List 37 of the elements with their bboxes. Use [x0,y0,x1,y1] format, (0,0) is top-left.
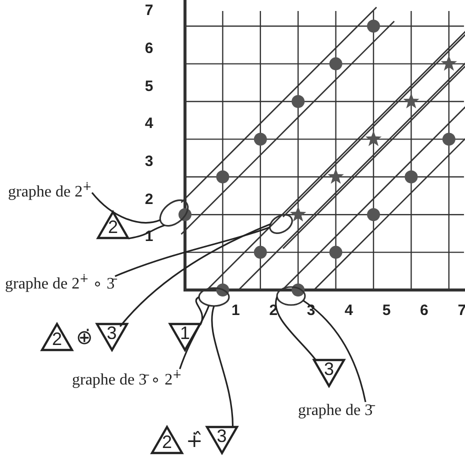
loop-outline [159,199,189,227]
tick-label: 4 [144,115,154,132]
leader-line [91,192,161,224]
tick-label: 5 [144,78,154,94]
up-triangle-label: 2 [40,322,74,352]
operator-symbol: ⊕̇ [76,325,93,349]
tick-label: 7 [144,2,154,20]
leader-line [211,306,234,427]
triangle-label: 2 [96,210,130,240]
loop-outline [276,286,306,306]
leader-line [120,223,271,328]
graph-caption: graphe de 2$^{∔}$ [8,180,92,202]
tick-label: 6 [144,40,154,57]
loop-outline [269,214,293,234]
down-triangle-label: 3 [94,322,129,352]
tick-label: 5 [381,302,392,319]
graph-caption: graphe de 3̄ [298,402,373,420]
leader-line [195,296,204,326]
leader-line [114,226,270,277]
graph-caption: graphe de 3̄ ∘ 2$^{∔}$ [72,368,182,390]
down-triangle-label: 3 [204,425,239,455]
tick-label: 4 [344,302,354,319]
tick-label: 3 [144,152,154,170]
tick-label: 7 [456,302,465,319]
tick-label: 6 [419,302,430,319]
operator-symbol: ∔̂ [186,428,203,452]
triangle-label: 1 [168,322,202,352]
graph-caption: graphe de 2$^{∔}$ ∘ 3̄ [5,272,115,294]
tick-label: 2 [144,190,154,208]
triangle-label: 3 [312,358,346,388]
loop-outline [198,287,230,307]
leader-line [302,300,366,402]
leader-line [275,296,316,360]
leader-line [128,224,165,240]
up-triangle-label: 2 [150,425,184,455]
tick-label: 1 [230,302,241,319]
leader-line [179,305,210,370]
